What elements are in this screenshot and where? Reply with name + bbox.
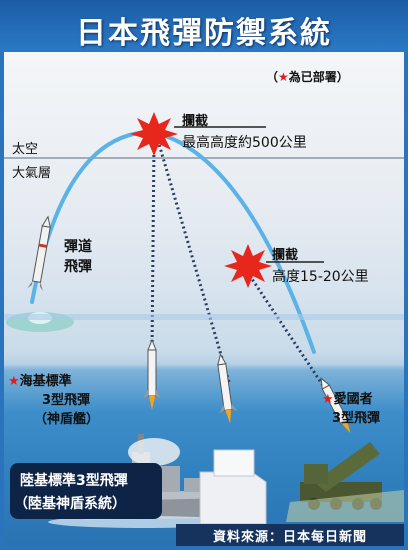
star-icon: ★: [278, 70, 289, 84]
diagram-scene: （★為已部署） 太空 大氣層 攔截 最高高度約500公里 攔截 高度15-20公…: [4, 52, 404, 546]
source-text: 資料來源：日本每日新聞: [212, 530, 367, 545]
sm3-land-trajectory: [157, 143, 231, 383]
sm3-sea-line1-text: 海基標準: [19, 374, 72, 389]
horizon-band: [4, 314, 404, 320]
pac3-star-icon: ★: [322, 392, 334, 407]
atmosphere-label: 大氣層: [12, 166, 52, 181]
intercept-high-title: 攔截: [182, 114, 209, 129]
coastline: [286, 490, 404, 522]
intercept-low-detail: 高度15-20公里: [272, 269, 369, 285]
sm3-land-missile-icon: [217, 353, 238, 424]
intercept-high-detail: 最高高度約500公里: [182, 135, 307, 151]
space-label: 太空: [12, 142, 39, 157]
sm3-sea-label-line2: 3型飛彈: [42, 393, 91, 408]
sm3-sea-label-line3: （神盾艦）: [34, 412, 100, 427]
sm3-sea-star-icon: ★: [8, 374, 20, 389]
ballistic-missile-icon: [27, 215, 51, 291]
explosion-low-icon: [224, 244, 272, 288]
explosion-high-icon: [130, 112, 178, 156]
legend-text: 為已部署: [288, 70, 337, 84]
pac3-missile-icon: [320, 377, 351, 433]
sm3-sea-trajectory: [150, 141, 156, 353]
page-title: 日本飛彈防禦系統: [76, 16, 332, 51]
sm3-land-label-line2: （陸基神盾系統）: [14, 496, 126, 512]
legend-paren-close: ）: [336, 70, 349, 84]
source-bar: 資料來源：日本每日新聞: [176, 524, 404, 546]
legend: （★為已部署）: [266, 68, 349, 85]
pac3-line1-text: 愛國者: [333, 392, 373, 407]
pac3-label-line1: ★愛國者: [322, 388, 373, 407]
pac3-label-line2: 3型飛彈: [332, 411, 381, 426]
title-bar: 日本飛彈防禦系統: [0, 0, 408, 52]
ballistic-trajectory-down: [150, 130, 316, 354]
sm3-sea-missile-icon: [143, 338, 161, 410]
ballistic-missile-label-line2: 飛彈: [64, 259, 92, 275]
ballistic-missile-label-line1: 彈道: [64, 239, 92, 255]
pac3-trajectory: [244, 269, 336, 403]
intercept-low-title: 攔截: [272, 248, 299, 263]
sm3-land-caption-box: 陸基標準3型飛彈 （陸基神盾系統）: [10, 463, 162, 519]
sm3-land-label-line1: 陸基標準3型飛彈: [20, 473, 128, 489]
legend-paren-open: （: [266, 70, 279, 84]
sm3-sea-label-line1: ★海基標準: [8, 370, 72, 389]
